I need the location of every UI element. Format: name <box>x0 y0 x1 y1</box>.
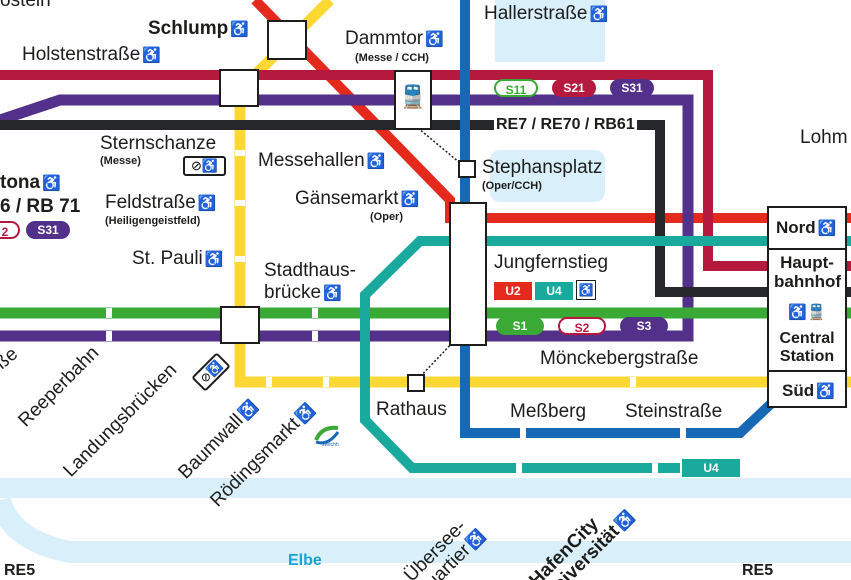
wheelchair-icon: ♿ <box>576 280 596 300</box>
station-label-dammtor[interactable]: Dammtor♿ <box>345 28 444 49</box>
wheelchair-icon: ♿ <box>589 6 609 23</box>
wheelchair-icon: ♿ <box>230 21 249 38</box>
station-box-schlump[interactable] <box>267 20 307 60</box>
wheelchair-icon: ♿ <box>817 220 837 237</box>
line-badge-u2[interactable]: U2 <box>494 282 532 300</box>
line-u4 <box>360 236 851 473</box>
station-label-altona-partial[interactable]: tona♿ <box>0 172 61 193</box>
station-label-gaensemarkt[interactable]: Gänsemarkt♿ <box>295 188 420 209</box>
wheelchair-icon: ♿ <box>323 285 342 302</box>
wheelchair-icon: ♿ <box>400 191 420 208</box>
station-label-feldstrasse[interactable]: Feldstraße♿ <box>105 192 217 213</box>
hbf-divider-2 <box>769 370 845 372</box>
station-label-moenckebergstrasse[interactable]: Mönckebergstraße <box>540 348 699 369</box>
station-sublabel-dammtor: (Messe / CCH) <box>355 52 429 64</box>
station-label-messehallen[interactable]: Messehallen♿ <box>258 150 386 171</box>
train-icon: 🚆 <box>399 84 427 109</box>
hbf-central-station[interactable]: Central Station <box>779 330 835 365</box>
line-badge-s21[interactable]: S21 <box>552 79 596 97</box>
sternschanze-transfer-icons: ⊘♿ <box>183 156 226 176</box>
altona-line-re: 6 / RB 71 <box>0 196 81 217</box>
wheelchair-icon: ♿ <box>366 153 386 170</box>
station-label-jungfernstieg[interactable]: Jungfernstieg <box>494 252 609 273</box>
line-re <box>0 120 851 297</box>
station-label-st-pauli[interactable]: St. Pauli♿ <box>132 248 224 269</box>
station-label-sternschanze[interactable]: Sternschanze <box>100 133 217 154</box>
wheelchair-icon: ♿ <box>142 47 161 64</box>
station-box-rathaus[interactable] <box>407 374 425 392</box>
station-ticks <box>106 150 686 473</box>
hbf-name[interactable]: Haupt- bahnhof <box>774 253 842 291</box>
line-badge-s2[interactable]: S2 <box>558 317 606 335</box>
transfer-jungfernstieg-rathaus <box>416 339 456 381</box>
switchh-logo-text: switchh <box>322 442 339 448</box>
line-badge-s3[interactable]: S3 <box>620 317 668 335</box>
wheelchair-icon: ♿ <box>425 31 444 48</box>
line-badge-u4-end[interactable]: U4 <box>682 459 740 477</box>
station-box-sternschanze[interactable] <box>219 69 259 107</box>
line-badge-s11[interactable]: S11 <box>494 79 538 97</box>
hbf-divider-1 <box>769 248 845 250</box>
station-label-holstenstrasse[interactable]: Holstenstraße♿ <box>22 44 161 65</box>
switchh-logo: switchh <box>312 420 342 450</box>
wheelchair-icon: ♿ <box>204 251 224 268</box>
line-badge-s2-partial[interactable]: 2 <box>0 221 20 239</box>
station-sublabel-feldstrasse: (Heiligengeistfeld) <box>105 215 201 227</box>
elbe-river-lower <box>0 496 851 563</box>
line-badge-s1[interactable]: S1 <box>496 317 544 335</box>
station-sublabel-gaensemarkt: (Oper) <box>370 211 403 223</box>
wheelchair-icon: ♿ <box>42 175 61 192</box>
station-label-stephansplatz[interactable]: Stephansplatz <box>482 157 603 178</box>
line-label-re: RE7 / RE70 / RB61 <box>494 116 637 134</box>
station-box-jungfernstieg[interactable] <box>449 202 487 346</box>
alster-water-top <box>495 0 605 62</box>
wheelchair-icon: ♿ <box>197 195 217 212</box>
station-box-stephansplatz[interactable] <box>458 160 476 178</box>
station-box-dammtor[interactable] <box>394 70 432 130</box>
elbe-label: Elbe <box>288 552 322 569</box>
line-badge-s31-altona[interactable]: S31 <box>26 221 70 239</box>
station-label-rathaus[interactable]: Rathaus <box>376 399 447 420</box>
station-label-steinstrasse[interactable]: Steinstraße <box>625 401 723 422</box>
station-label-top-partial: ostein <box>0 0 51 11</box>
line-badge-u4[interactable]: U4 <box>535 282 573 300</box>
hbf-sued-label[interactable]: Süd♿ <box>782 381 835 400</box>
station-box-hauptbahnhof[interactable] <box>767 206 847 408</box>
alster-water-mid <box>490 150 605 202</box>
station-label-messberg[interactable]: Meßberg <box>510 401 587 422</box>
hbf-nord-label[interactable]: Nord♿ <box>776 218 837 237</box>
station-label-schlump[interactable]: Schlump♿ <box>148 18 249 39</box>
station-box-landungsbruecken[interactable] <box>220 306 260 344</box>
hbf-icons: ♿🚆 <box>776 298 838 328</box>
line-badge-s31[interactable]: S31 <box>610 79 654 97</box>
station-sublabel-stephansplatz: (Oper/CCH) <box>482 180 542 192</box>
no-entry-icon: ⊘ <box>190 158 202 173</box>
wheelchair-icon: ♿ <box>788 304 807 321</box>
line-label-re5-left: RE5 <box>4 562 36 579</box>
wheelchair-icon: ♿ <box>816 383 835 400</box>
station-label-stadthausbruecke[interactable]: Stadthaus- brücke♿ <box>264 260 356 303</box>
train-icon: 🚆 <box>807 304 826 321</box>
station-label-hallerstrasse[interactable]: Hallerstraße♿ <box>484 3 609 24</box>
line-label-re5-right: RE5 <box>742 562 774 579</box>
station-sublabel-sternschanze: (Messe) <box>100 155 141 167</box>
station-label-lohmuehlen-partial[interactable]: Lohm <box>800 127 848 148</box>
wheelchair-icon: ♿ <box>201 158 219 173</box>
